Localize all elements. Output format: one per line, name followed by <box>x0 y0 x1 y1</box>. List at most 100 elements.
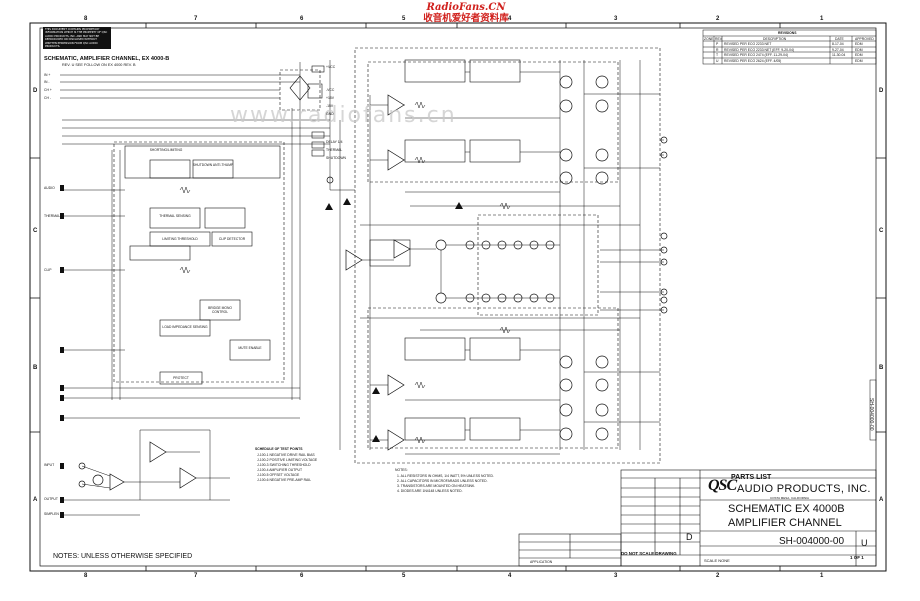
drawing-revision: U <box>861 538 868 548</box>
document-title-line-2: AMPLIFIER CHANNEL <box>728 517 842 529</box>
zone-col-1-top: 1 <box>820 16 824 22</box>
rev-row-3-approved: EDM <box>855 53 863 57</box>
io-label-clip: CLIP <box>44 268 52 272</box>
zone-col-8-bottom: 8 <box>84 573 88 579</box>
note-1: 1. ALL RESISTORS IN OHMS, 1/4 WATT, 5% U… <box>397 474 494 478</box>
zone-row-b-right: B <box>879 365 884 371</box>
zone-col-4-bottom: 4 <box>508 573 512 579</box>
zone-row-d-left: D <box>33 88 38 94</box>
rev-row-4-approved: EDM <box>855 59 863 63</box>
test-point-1: J-100-1 NEGATIVE DRIVE RAIL BIAS <box>257 453 315 457</box>
note-3: 3. TRANSISTORS ARE MOUNTED ON HEATSINK. <box>397 484 476 488</box>
rev-row-2-desc: REVISED PER ECO 2233 NET (EFF. 9-20-04) <box>724 48 795 52</box>
zone-col-5-top: 5 <box>402 16 406 22</box>
drawing-size: D <box>686 532 693 542</box>
zone-col-6-top: 6 <box>300 16 304 22</box>
zone-col-3-bottom: 3 <box>614 573 618 579</box>
zone-col-2-top: 2 <box>716 16 720 22</box>
io-label-simplen: SIMPLEN <box>44 512 59 516</box>
block-protect: PROTECT <box>173 376 189 380</box>
rev-row-1-date: 8-17-04 <box>832 42 844 46</box>
bus-label-vcc-pos: +VCC <box>326 65 336 69</box>
rev-row-2-date: 9-27-04 <box>832 48 844 52</box>
rev-col-desc: DESCRIPTION <box>763 37 787 41</box>
block-load-impedance: LOAD IMPEDANCE SENSING <box>162 325 208 329</box>
rev-row-1-rev: P <box>716 42 719 46</box>
document-title-line-1: SCHEMATIC EX 4000B <box>728 503 845 515</box>
parts-list-label: PARTS LIST <box>731 474 772 481</box>
zone-col-7-top: 7 <box>194 16 198 22</box>
test-point-3: J-100-3 SWITCHING THRESHOLD <box>257 463 311 467</box>
zone-col-5-bottom: 5 <box>402 573 406 579</box>
bus-label-15v-neg: -15V <box>326 104 334 108</box>
block-mute-enable: MUTE ENABLE <box>238 346 262 350</box>
io-label-ch-minus: CH - <box>44 96 51 100</box>
application-label: APPLICATION <box>530 560 553 564</box>
io-label-in-minus: IN - <box>44 80 50 84</box>
confidentiality-notice: THIS DOCUMENT CONTAINS PROPRIETARY INFOR… <box>43 27 111 50</box>
test-points-header: SCHEDULE OF TEST POINTS <box>255 447 303 451</box>
note-2: 2. ALL CAPACITORS IN MICROFARADS UNLESS … <box>397 479 488 483</box>
rev-row-2-approved: EDM <box>855 48 863 52</box>
do-not-scale: DO NOT SCALE DRAWING <box>621 551 677 556</box>
block-clip-detector: CLIP DETECTOR <box>218 237 246 241</box>
bus-label-vcc-neg: -VCC <box>326 88 335 92</box>
sheet-number: 1 OF 1 <box>850 555 864 560</box>
rev-col-approved: APPROVED <box>855 37 874 41</box>
io-label-audio: AUDIO <box>44 186 55 190</box>
block-shutdown-antithump: SHUTDOWN ANTI-THUMP <box>192 163 234 167</box>
qsc-logo: QSC <box>708 477 737 494</box>
io-label-ch-plus: CH + <box>44 88 52 92</box>
test-point-2: J-100-2 POSITIVE LIMITING VOLTAGE <box>257 458 318 462</box>
test-point-4: J-100-4 AMPLIFIER OUTPUT <box>257 468 303 472</box>
bus-label-delay: DELAY 1/4 <box>326 140 343 144</box>
io-label-output: OUTPUT <box>44 497 58 501</box>
drawing-number: SH-004000-00 <box>779 536 845 547</box>
rev-row-2-rev: R <box>716 48 719 52</box>
test-point-5: J-100-5 OFFSET VOLTAGE <box>257 473 300 477</box>
block-limiting-threshold: LIMITING THRESHOLD <box>162 237 198 241</box>
io-label-input: INPUT <box>44 463 55 467</box>
zone-row-a-left: A <box>33 497 38 503</box>
watermark-en: RadioFans.CN <box>426 2 506 13</box>
rev-row-1-approved: EDM <box>855 42 863 46</box>
rev-row-3-desc: REVISED PER ECO 2474 (EFF. 11-29-04) <box>724 53 789 57</box>
note-4: 4. DIODES ARE 1N4148 UNLESS NOTED. <box>397 489 463 493</box>
zone-col-8-top: 8 <box>84 16 88 22</box>
company-address: COSTA MESA, CALIFORNIA <box>770 496 809 500</box>
radiofans-watermark: RadioFans.CN 收音机爱好者资料库 <box>386 2 546 24</box>
bus-label-shutdown: SHUTDOWN <box>326 156 346 160</box>
zone-col-6-bottom: 6 <box>300 573 304 579</box>
block-bridge-mono: BRIDGE MONO CONTROL <box>208 306 232 314</box>
zone-col-7-bottom: 7 <box>194 573 198 579</box>
zone-row-b-left: B <box>33 365 38 371</box>
zone-col-4-top: 4 <box>508 16 512 22</box>
scale-line: SCALE NONE <box>704 558 730 563</box>
zone-row-a-right: A <box>879 497 884 503</box>
bus-label-thermal: THERMAL <box>326 148 343 152</box>
company-name: AUDIO PRODUCTS, INC. <box>737 483 871 495</box>
schematic-title: SCHEMATIC, AMPLIFIER CHANNEL, EX 4000-B <box>44 56 170 62</box>
rev-col-rev: REV <box>715 37 722 41</box>
block-shorting-limiting: SHORTING/LIMITING <box>149 148 183 152</box>
zone-col-2-bottom: 2 <box>716 573 720 579</box>
io-label-thermal: THERMAL <box>44 214 61 218</box>
rev-row-1-desc: REVISED PER ECO 2233 NET <box>724 42 772 46</box>
io-label-in-plus: IN + <box>44 73 51 77</box>
notes-unless-specified: NOTES: UNLESS OTHERWISE SPECIFIED <box>53 553 193 560</box>
bus-label-gnd: GND <box>326 112 334 116</box>
zone-col-1-bottom: 1 <box>820 573 824 579</box>
notes-heading: NOTES: <box>395 468 408 472</box>
rev-row-3-rev: T <box>716 53 719 57</box>
rev-row-3-date: 11-30-04 <box>832 53 846 57</box>
background-watermark: www.radiofans.cn <box>230 103 457 128</box>
rev-row-4-rev: U <box>716 59 719 63</box>
rev-col-zone: ZONE <box>704 37 714 41</box>
test-point-6: J-100-6 NEGATIVE PRE-AMP RAIL <box>257 478 312 482</box>
bus-label-15v-pos: +15V <box>326 96 335 100</box>
revision-header: REVISIONS <box>778 31 797 35</box>
side-drawing-number: SH-004000-00 <box>868 398 874 431</box>
schematic-subtitle: REV. U SEE FOLLOW ON EX 4000 REV. B <box>62 63 136 67</box>
